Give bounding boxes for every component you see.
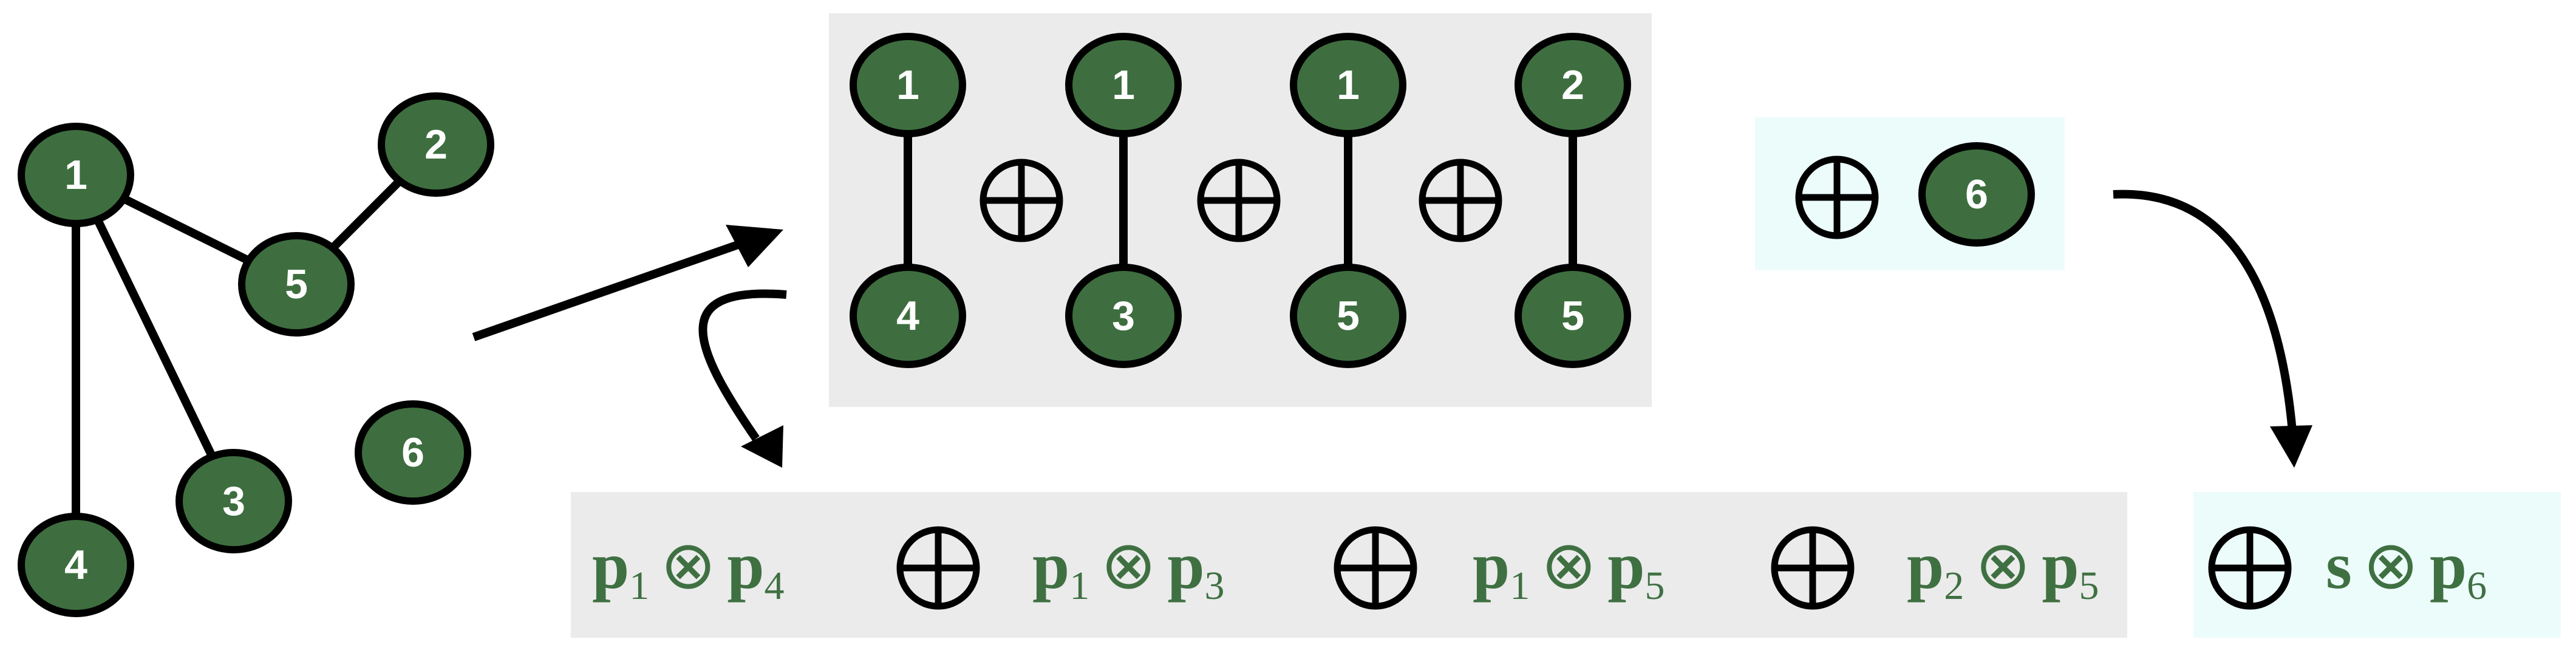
isolated-node-6-label: 6: [1965, 171, 1988, 217]
edge-pair-2-5: 2 5: [1515, 33, 1631, 368]
graph-node-4: 4: [18, 513, 134, 617]
graph-node-5-label: 5: [285, 261, 308, 307]
direct-sum-icon: [1771, 526, 1855, 610]
formula-term-2-a: p: [1032, 528, 1069, 603]
graph-node-3-label: 3: [222, 478, 245, 524]
graph-node-6-label: 6: [401, 429, 424, 476]
edge-pair-4-top: 2: [1561, 62, 1584, 108]
tensor-icon: ⊗: [660, 528, 716, 603]
formula-term-4-a-sub: 2: [1944, 564, 1964, 608]
arrow-isolated-to-extra: [2113, 190, 2312, 468]
edge-pair-2-bottom: 3: [1112, 293, 1135, 339]
graph-node-2: 2: [378, 92, 494, 197]
direct-sum-icon: [980, 159, 1063, 242]
graph-node-1-label: 1: [64, 152, 87, 198]
formula-extra-b-sub: 6: [2467, 564, 2487, 608]
direct-sum-icon: [1197, 159, 1281, 242]
graph-node-3: 3: [175, 449, 292, 553]
formula-term-4-b-sub: 5: [2079, 564, 2099, 608]
graph-node-1: 1: [18, 123, 134, 227]
isolated-node-6: 6: [1918, 142, 2035, 247]
formula-term-1: p1⊗p4: [592, 528, 785, 608]
formula-term-2-a-sub: 1: [1069, 564, 1089, 608]
tensor-icon: ⊗: [2363, 528, 2419, 603]
svg-text:p2⊗p5: p2⊗p5: [1907, 528, 2099, 608]
formula-term-4: p2⊗p5: [1907, 528, 2099, 608]
arrow-graph-to-pairs: [472, 225, 783, 341]
direct-sum-icon: [2208, 526, 2292, 610]
formula-term-2-b-sub: 3: [1205, 564, 1225, 608]
graph-node-6: 6: [355, 400, 471, 505]
edge-pair-3-top: 1: [1337, 62, 1360, 108]
svg-text:p1⊗p3: p1⊗p3: [1032, 528, 1225, 608]
graph-edge-1-3: [72, 171, 238, 505]
tensor-icon: ⊗: [1541, 528, 1596, 603]
formula-term-2: p1⊗p3: [1032, 528, 1225, 608]
formula-term-1-a-sub: 1: [629, 564, 649, 608]
formula-row: p1⊗p4 p1⊗p3 p1⊗p5 p2⊗p5: [592, 526, 2487, 610]
formula-term-3-a-sub: 1: [1510, 564, 1530, 608]
formula-term-1-b-sub: 4: [765, 564, 785, 608]
edge-pair-1-4: 1 4: [850, 33, 966, 368]
edge-pair-2-top: 1: [1112, 62, 1135, 108]
formula-term-2-b: p: [1167, 528, 1204, 603]
formula-extra-term: s⊗p6: [2326, 528, 2487, 608]
edge-pair-1-5: 1 5: [1290, 33, 1406, 368]
tensor-icon: ⊗: [1975, 528, 2031, 603]
edge-pair-1-top: 1: [896, 62, 919, 108]
edge-pair-1-3: 1 3: [1065, 33, 1182, 368]
tensor-icon: ⊗: [1100, 528, 1156, 603]
graph-node-2-label: 2: [424, 121, 448, 168]
arrow-pairs-to-formula: [698, 289, 787, 468]
formula-term-4-b: p: [2042, 528, 2079, 603]
direct-sum-icon: [1795, 156, 1879, 239]
graph-node-4-label: 4: [64, 542, 87, 588]
svg-text:p1⊗p4: p1⊗p4: [592, 528, 785, 608]
formula-extra-b: p: [2430, 528, 2467, 603]
formula-term-1-a: p: [592, 528, 629, 603]
edge-pair-1-bottom: 4: [896, 293, 919, 339]
formula-term-1-b: p: [727, 528, 764, 603]
svg-text:p1⊗p5: p1⊗p5: [1473, 528, 1665, 608]
edge-pair-4-bottom: 5: [1561, 293, 1584, 339]
svg-text:s⊗p6: s⊗p6: [2326, 528, 2487, 608]
direct-sum-icon: [896, 526, 980, 610]
edge-pair-3-bottom: 5: [1337, 293, 1360, 339]
formula-term-4-a: p: [1907, 528, 1944, 603]
formula-term-3: p1⊗p5: [1473, 528, 1665, 608]
formula-term-3-b-sub: 5: [1645, 564, 1665, 608]
formula-extra-a: s: [2326, 528, 2352, 603]
graph-node-5: 5: [238, 232, 355, 337]
direct-sum-icon: [1419, 159, 1502, 242]
direct-sum-icon: [1334, 526, 1417, 610]
formula-term-3-a: p: [1473, 528, 1510, 603]
formula-term-3-b: p: [1607, 528, 1644, 603]
